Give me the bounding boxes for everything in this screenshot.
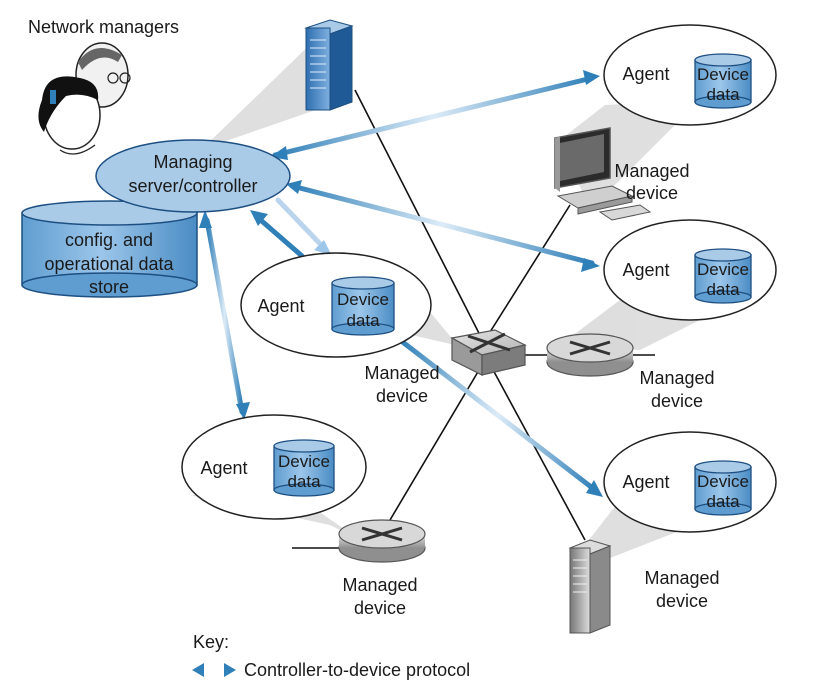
people-icon	[38, 42, 131, 155]
datastore-cylinder: config. and operational data store	[21, 200, 198, 298]
double-arrow-icon	[192, 663, 236, 677]
device-data-label: Device	[697, 472, 749, 491]
agent-bubble-pc: Agent Device data	[603, 24, 777, 126]
network-switch-icon	[450, 329, 527, 376]
device-data-cylinder: Device data	[694, 53, 752, 109]
arrowhead	[286, 180, 302, 194]
rack-server-icon	[304, 19, 354, 111]
controller-label-1: Managing	[153, 152, 232, 172]
arrow-switch-agent-server2-agent	[397, 337, 598, 493]
network-managers: Network managers	[28, 17, 179, 155]
device-label-server2: Managed device	[644, 568, 719, 611]
arrow-controller-router2-agent	[204, 217, 245, 415]
agent-label: Agent	[622, 64, 669, 84]
device-data-label: data	[346, 311, 380, 330]
managed-device-label: Managed	[364, 363, 439, 383]
device-data-cylinder: Device data	[694, 460, 752, 516]
arrowhead	[314, 240, 332, 256]
device-data-label: Device	[697, 260, 749, 279]
device-data-label: data	[706, 85, 740, 104]
key-protocol-label: Controller-to-device protocol	[244, 660, 470, 680]
device-data-label: data	[706, 492, 740, 511]
datastore-label-3: store	[89, 277, 129, 297]
cone-pc-agent	[560, 100, 700, 210]
arrowhead	[583, 70, 600, 85]
managed-device-label: Managed	[644, 568, 719, 588]
managed-device-label: device	[651, 391, 703, 411]
arrowhead	[586, 480, 603, 497]
controller-label-2: server/controller	[128, 176, 257, 196]
device-data-label: Device	[337, 290, 389, 309]
arrowhead	[199, 210, 212, 228]
arrowhead	[250, 210, 268, 226]
device-label-pc: Managed device	[614, 161, 689, 203]
device-data-label: data	[706, 280, 740, 299]
device-label-router2: Managed device	[342, 575, 417, 618]
device-data-label: data	[287, 472, 321, 491]
device-data-cylinder: Device data	[694, 248, 752, 304]
agent-bubble-router2: Agent Device data	[181, 414, 367, 520]
key-title: Key:	[193, 632, 229, 652]
arrow-controller-pc-agent	[272, 75, 595, 158]
managers-label: Network managers	[28, 17, 179, 37]
tower-server-icon	[568, 539, 612, 634]
managed-device-label: Managed	[639, 368, 714, 388]
link-switch-server2	[484, 354, 586, 541]
link-switch-pc	[484, 204, 571, 341]
arrow-controller-switch-agent-a	[253, 213, 305, 259]
datastore-label-2: operational data	[44, 254, 174, 274]
agent-label: Agent	[622, 472, 669, 492]
arrowhead	[581, 258, 600, 272]
managed-device-label: device	[354, 598, 406, 618]
managed-device-label: device	[626, 183, 678, 203]
agent-bubble-router: Agent Device data	[603, 219, 777, 321]
arrow-controller-switch-agent-b	[275, 197, 329, 253]
agent-label: Agent	[200, 458, 247, 478]
datastore-label-1: config. and	[65, 230, 153, 250]
legend-key: Key: Controller-to-device protocol	[192, 632, 470, 680]
device-label-switch: Managed device	[364, 363, 439, 406]
arrowhead	[236, 402, 250, 420]
managed-device-label: Managed	[342, 575, 417, 595]
device-data-cylinder: Device data	[273, 439, 335, 497]
device-label-router1: Managed device	[639, 368, 714, 411]
managed-device-label: device	[376, 386, 428, 406]
managing-controller: Managing server/controller	[95, 139, 291, 213]
router-icon	[338, 519, 426, 563]
managed-device-label: Managed	[614, 161, 689, 181]
desktop-computer-icon	[554, 127, 652, 221]
link-switch-router2	[389, 359, 486, 521]
agent-bubble-switch: Agent Device data	[240, 252, 432, 358]
managed-device-label: device	[656, 591, 708, 611]
agent-label: Agent	[622, 260, 669, 280]
device-data-label: Device	[697, 65, 749, 84]
device-data-label: Device	[278, 452, 330, 471]
router-icon	[546, 333, 634, 377]
arrow-controller-router-agent	[289, 183, 595, 266]
agent-label: Agent	[257, 296, 304, 316]
device-data-cylinder: Device data	[331, 276, 395, 336]
agent-bubble-server2: Agent Device data	[603, 431, 777, 533]
